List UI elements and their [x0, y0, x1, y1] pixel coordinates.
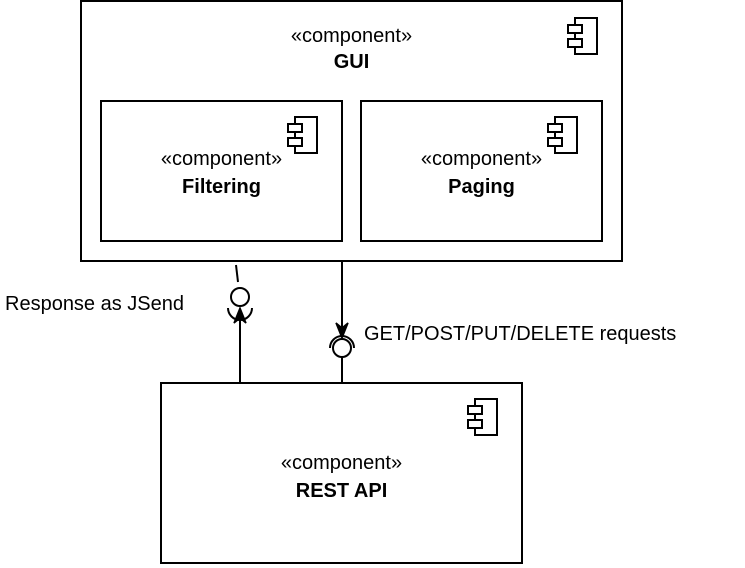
- component-icon: [287, 116, 318, 154]
- requests-interface-connector: [329, 262, 355, 382]
- requests-interface-label: GET/POST/PUT/DELETE requests: [364, 323, 677, 345]
- filtering-stereotype: «component»: [160, 148, 283, 170]
- component-icon: [547, 116, 578, 154]
- rest-api-name: REST API: [295, 480, 388, 502]
- rest-api-component[interactable]: «component» REST API: [160, 382, 523, 564]
- paging-component[interactable]: «component» Paging: [360, 100, 603, 242]
- gui-name: GUI: [333, 51, 370, 73]
- paging-stereotype: «component»: [420, 148, 543, 170]
- component-icon: [467, 398, 498, 436]
- filtering-name: Filtering: [182, 176, 261, 198]
- gui-stereotype: «component»: [290, 25, 413, 47]
- rest-api-stereotype: «component»: [280, 452, 403, 474]
- paging-name: Paging: [448, 176, 515, 198]
- filtering-component[interactable]: «component» Filtering: [100, 100, 343, 242]
- response-interface-label: Response as JSend: [5, 293, 185, 315]
- response-interface-connector: [227, 264, 253, 382]
- component-icon: [567, 17, 598, 55]
